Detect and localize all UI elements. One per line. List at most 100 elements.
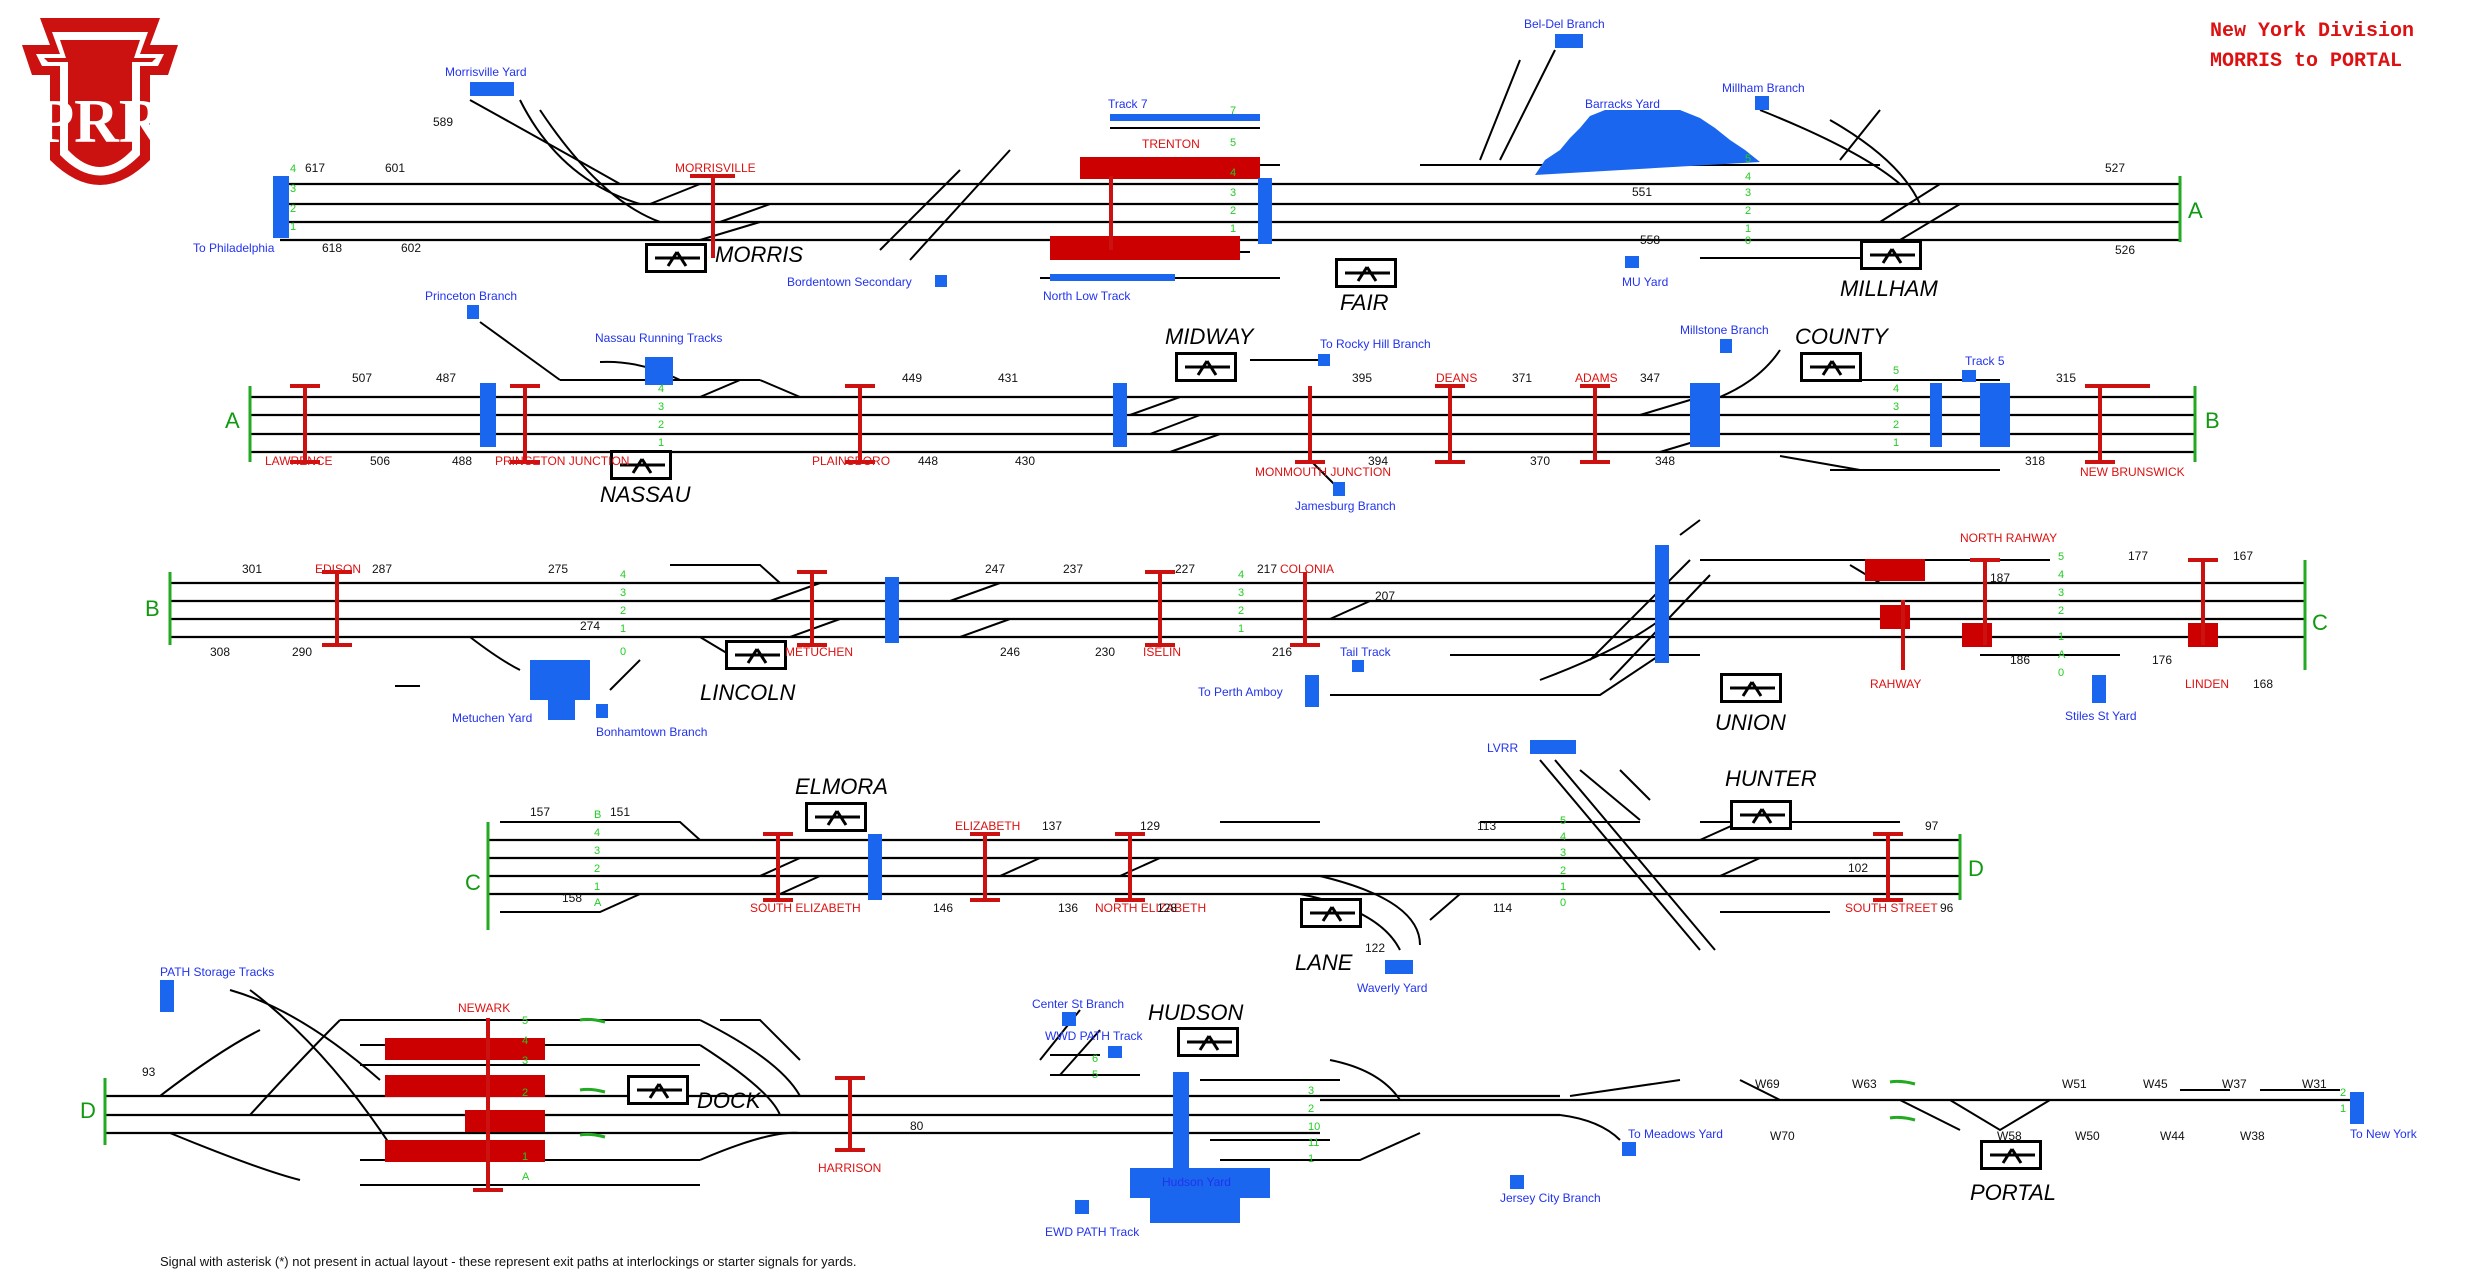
ewd-path-block bbox=[1075, 1200, 1089, 1214]
tower-portal: PORTAL bbox=[1970, 1180, 2056, 1205]
label-rocky-hill-branch[interactable]: To Rocky Hill Branch bbox=[1320, 337, 1431, 351]
tower-hudson: HUDSON bbox=[1148, 1000, 1243, 1025]
interlocking-plainsboro: PLAINSBORO bbox=[812, 454, 890, 468]
label-track-5[interactable]: Track 5 bbox=[1965, 354, 2005, 368]
signal-number-label: 431 bbox=[998, 371, 1018, 385]
interlocking-south-elizabeth: SOUTH ELIZABETH bbox=[750, 901, 861, 915]
label-center-st-branch[interactable]: Center St Branch bbox=[1032, 997, 1124, 1011]
label-morrisville-yard[interactable]: Morrisville Yard bbox=[445, 65, 527, 79]
track-7-bar bbox=[1110, 114, 1260, 121]
label-tail-track[interactable]: Tail Track bbox=[1340, 645, 1392, 659]
newark-block-b bbox=[385, 1075, 545, 1097]
trenton-blue-end bbox=[1258, 178, 1272, 244]
prr-keystone-logo: PRR bbox=[22, 18, 178, 185]
label-to-new-york[interactable]: To New York bbox=[2350, 1127, 2418, 1141]
interlocking-metuchen: METUCHEN bbox=[785, 645, 853, 659]
track-segment bbox=[1479, 49, 1921, 205]
label-millstone-branch[interactable]: Millstone Branch bbox=[1680, 323, 1769, 337]
track-number-label: 11 bbox=[1308, 1137, 1319, 1149]
track-number-label: A bbox=[522, 1171, 530, 1183]
track-segment bbox=[479, 321, 1336, 486]
continuation-d-left[interactable]: D bbox=[80, 1098, 96, 1123]
track-number-label: 4 bbox=[522, 1035, 528, 1047]
tower-box-fair bbox=[1335, 258, 1397, 288]
interlocking-monmouth-junction: MONMOUTH JUNCTION bbox=[1255, 465, 1391, 479]
track-segment bbox=[395, 636, 641, 691]
track-number-label: 1 bbox=[290, 221, 296, 233]
track-number-label: 5 bbox=[522, 1015, 528, 1027]
continuation-c-left[interactable]: C bbox=[465, 870, 481, 895]
label-path-storage-tracks[interactable]: PATH Storage Tracks bbox=[160, 965, 274, 979]
track-segment bbox=[469, 99, 1011, 261]
label-north-low-track[interactable]: North Low Track bbox=[1043, 289, 1131, 303]
continuation-c-right[interactable]: C bbox=[2312, 610, 2328, 635]
princeton-branch-block bbox=[467, 305, 479, 319]
label-barracks-yard[interactable]: Barracks Yard bbox=[1585, 97, 1660, 111]
label-bonhamtown-branch[interactable]: Bonhamtown Branch bbox=[596, 725, 707, 739]
nassau-running-block bbox=[645, 357, 673, 385]
signal-number-label: 217 bbox=[1257, 562, 1277, 576]
tower-box-hudson bbox=[1177, 1027, 1239, 1057]
track-number-label: 3 bbox=[1560, 847, 1566, 859]
track-number-label: 1 bbox=[594, 881, 600, 893]
label-bel-del-branch[interactable]: Bel-Del Branch bbox=[1524, 17, 1605, 31]
newark-block-a bbox=[385, 1038, 545, 1060]
trenton-platform-upper bbox=[1080, 157, 1260, 179]
track-number-label: 1 bbox=[2058, 631, 2064, 643]
elmora-platform bbox=[868, 834, 882, 900]
signal-number-label: 274 bbox=[580, 619, 600, 633]
signal-number-label: W44 bbox=[2160, 1129, 2185, 1143]
label-ewd-path-track[interactable]: EWD PATH Track bbox=[1045, 1225, 1140, 1239]
signal-number-label: W51 bbox=[2062, 1077, 2087, 1091]
signal-number-label: 216 bbox=[1272, 645, 1292, 659]
continuation-d-right[interactable]: D bbox=[1968, 856, 1984, 881]
signal-number-label: 348 bbox=[1655, 454, 1675, 468]
track-number-label: 2 bbox=[1745, 205, 1751, 217]
interlocking-colonia: COLONIA bbox=[1280, 562, 1334, 576]
label-perth-amboy[interactable]: To Perth Amboy bbox=[1198, 685, 1283, 699]
label-waverly-yard[interactable]: Waverly Yard bbox=[1357, 981, 1427, 995]
label-bordentown-secondary[interactable]: Bordentown Secondary bbox=[787, 275, 912, 289]
tower-hunter: HUNTER bbox=[1725, 766, 1817, 791]
track-number-label: 2 bbox=[2058, 605, 2064, 617]
signal-number-label: 448 bbox=[918, 454, 938, 468]
track-number-label: 1 bbox=[1745, 223, 1751, 235]
signal-number-label: W58 bbox=[1997, 1129, 2022, 1143]
track-number-label: 0 bbox=[1745, 235, 1751, 247]
tower-fair: FAIR bbox=[1340, 290, 1389, 315]
label-millham-branch[interactable]: Millham Branch bbox=[1722, 81, 1805, 95]
interlocking-north-rahway: NORTH RAHWAY bbox=[1960, 531, 2057, 545]
track-number-label: 4 bbox=[1238, 569, 1244, 581]
continuation-b-left[interactable]: B bbox=[145, 596, 160, 621]
signal-number-label: 318 bbox=[2025, 454, 2045, 468]
label-jamesburg-branch[interactable]: Jamesburg Branch bbox=[1295, 499, 1396, 513]
label-wwd-path-track[interactable]: WWD PATH Track bbox=[1045, 1029, 1144, 1043]
interlocking-morrisville: MORRISVILLE bbox=[675, 161, 756, 175]
track-segment bbox=[229, 989, 801, 1161]
label-to-meadows-yard[interactable]: To Meadows Yard bbox=[1628, 1127, 1723, 1141]
label-lvrr[interactable]: LVRR bbox=[1487, 741, 1518, 755]
continuation-a-right[interactable]: A bbox=[2188, 198, 2203, 223]
track-number-label: 3 bbox=[2058, 587, 2064, 599]
signal-number-label: 347 bbox=[1640, 371, 1660, 385]
continuation-b-right[interactable]: B bbox=[2205, 408, 2220, 433]
label-track-7[interactable]: Track 7 bbox=[1108, 97, 1148, 111]
continuation-a-left[interactable]: A bbox=[225, 408, 240, 433]
label-stiles-st-yard[interactable]: Stiles St Yard bbox=[2065, 709, 2137, 723]
tower-nassau: NASSAU bbox=[600, 482, 691, 507]
label-mu-yard[interactable]: MU Yard bbox=[1622, 275, 1668, 289]
track-5-block bbox=[1962, 370, 1976, 382]
label-to-philadelphia[interactable]: To Philadelphia bbox=[193, 241, 275, 255]
label-hudson-yard[interactable]: Hudson Yard bbox=[1162, 1175, 1231, 1189]
path-storage-block bbox=[160, 980, 174, 1012]
tower-box-elmora bbox=[805, 802, 867, 832]
signal-number-label: 207 bbox=[1375, 589, 1395, 603]
track-number-label: 1 bbox=[1230, 223, 1236, 235]
label-nassau-running-tracks[interactable]: Nassau Running Tracks bbox=[595, 331, 722, 345]
tower-box-midway bbox=[1175, 352, 1237, 382]
label-princeton-branch[interactable]: Princeton Branch bbox=[425, 289, 517, 303]
label-metuchen-yard[interactable]: Metuchen Yard bbox=[452, 711, 532, 725]
track-segment bbox=[1730, 681, 1775, 697]
label-jersey-city-branch[interactable]: Jersey City Branch bbox=[1500, 1191, 1601, 1205]
track-number-label: 1 bbox=[658, 437, 664, 449]
